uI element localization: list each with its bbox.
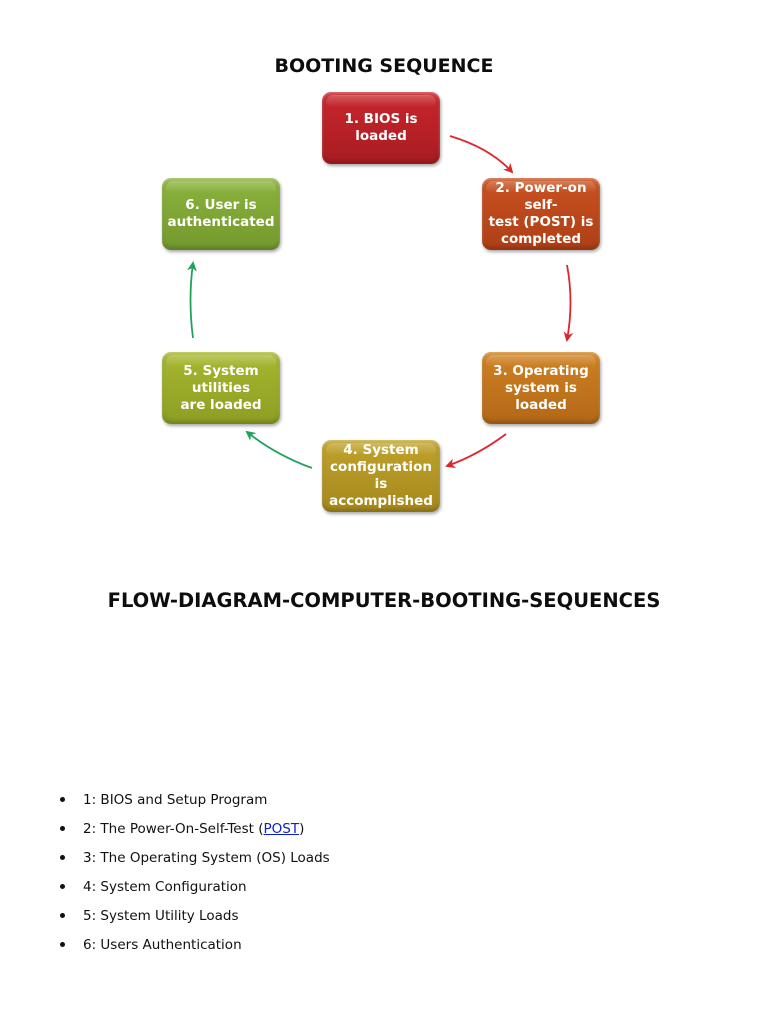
post-link[interactable]: POST: [263, 821, 300, 837]
list-item-text: 2: The Power-On-Self-Test (: [83, 821, 264, 837]
step-5-label: 5. System utilities are loaded: [180, 362, 262, 413]
list-item: 3: The Operating System (OS) Loads: [60, 848, 330, 877]
list-item: 2: The Power-On-Self-Test (POST): [60, 819, 330, 848]
bullet-icon: [60, 942, 65, 947]
step-3-label: 3. Operating system is loaded: [493, 362, 589, 413]
step-1-label: 1. BIOS is loaded: [344, 111, 418, 144]
step-4-config-box: 4. System configuration is accomplished: [322, 440, 440, 512]
diagram-caption: FLOW-DIAGRAM-COMPUTER-BOOTING-SEQUENCES: [107, 589, 661, 612]
bullet-icon: [60, 826, 65, 831]
step-5-utilities-box: 5. System utilities are loaded: [162, 352, 280, 424]
arrow-2-to-3: [563, 264, 574, 342]
step-1-bios-box: 1. BIOS is loaded: [322, 92, 440, 164]
step-2-post-box: 2. Power-on self- test (POST) is complet…: [482, 178, 600, 250]
list-item-suffix: ): [299, 821, 305, 837]
step-6-label: 6. User is authenticated: [167, 197, 275, 230]
list-item: 1: BIOS and Setup Program: [60, 790, 330, 819]
diagram-arrows: [186, 135, 574, 469]
bullet-icon: [60, 884, 65, 889]
bullet-icon: [60, 797, 65, 802]
step-3-os-box: 3. Operating system is loaded: [482, 352, 600, 424]
page-heading: BOOTING SEQUENCE: [274, 55, 494, 77]
arrow-1-to-2: [449, 135, 514, 174]
arrow-4-to-5: [245, 430, 313, 469]
booting-sequence-diagram: 1. BIOS is loaded 2. Power-on self- test…: [162, 92, 600, 512]
steps-list: 1: BIOS and Setup Program 2: The Power-O…: [60, 790, 330, 964]
list-item-text: 4: System Configuration: [83, 879, 247, 895]
list-item: 4: System Configuration: [60, 877, 330, 906]
list-item-text: 5: System Utility Loads: [83, 908, 239, 924]
bullet-icon: [60, 913, 65, 918]
step-6-auth-box: 6. User is authenticated: [162, 178, 280, 250]
arrow-3-to-4: [445, 433, 507, 469]
list-item-text: 1: BIOS and Setup Program: [83, 792, 268, 808]
arrow-5-to-6: [186, 261, 197, 339]
bullet-icon: [60, 855, 65, 860]
list-item-text: 3: The Operating System (OS) Loads: [83, 850, 330, 866]
step-2-label: 2. Power-on self- test (POST) is complet…: [488, 180, 594, 247]
list-item-text: 6: Users Authentication: [83, 937, 242, 953]
step-4-label: 4. System configuration is accomplished: [329, 442, 433, 509]
list-item: 6: Users Authentication: [60, 935, 330, 964]
list-item: 5: System Utility Loads: [60, 906, 330, 935]
